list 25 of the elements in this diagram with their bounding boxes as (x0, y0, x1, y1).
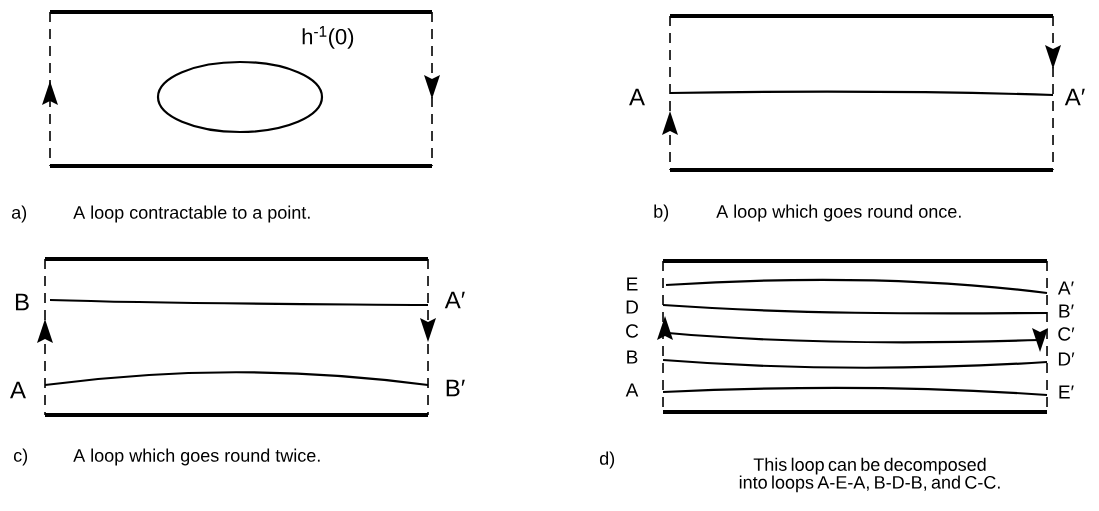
point-label: A (625, 383, 639, 397)
point-label: B′ (446, 379, 465, 397)
point-label: D′ (1058, 352, 1075, 366)
point-label: B (627, 350, 638, 364)
point-label: C (626, 324, 639, 338)
point-label: B (15, 293, 29, 311)
point-label: A′ (1057, 281, 1074, 295)
panel-letter: a) (11, 205, 27, 223)
point-label: C′ (1058, 327, 1075, 341)
panel-letter: c) (13, 448, 28, 466)
caption: A loop which goes round once. (716, 204, 961, 222)
point-label: B′ (1059, 304, 1074, 318)
point-label: E (627, 277, 638, 291)
point-label: A′ (1064, 88, 1085, 106)
caption: This loop can be decomposed into loops A-E-A, B-D-B, and C-C. (739, 457, 1000, 493)
point-label: A (629, 88, 645, 106)
function-label: h$^{-1}$(0) (302, 26, 354, 49)
panel-letter: d) (599, 451, 615, 469)
point-label: A (10, 381, 26, 399)
point-label: E′ (1059, 385, 1074, 399)
point-label: D (626, 300, 638, 314)
point-label: A′ (444, 291, 465, 309)
panel-letter: b) (654, 204, 669, 222)
caption: A loop contractable to a point. (73, 205, 310, 223)
caption: A loop which goes round twice. (73, 448, 320, 466)
